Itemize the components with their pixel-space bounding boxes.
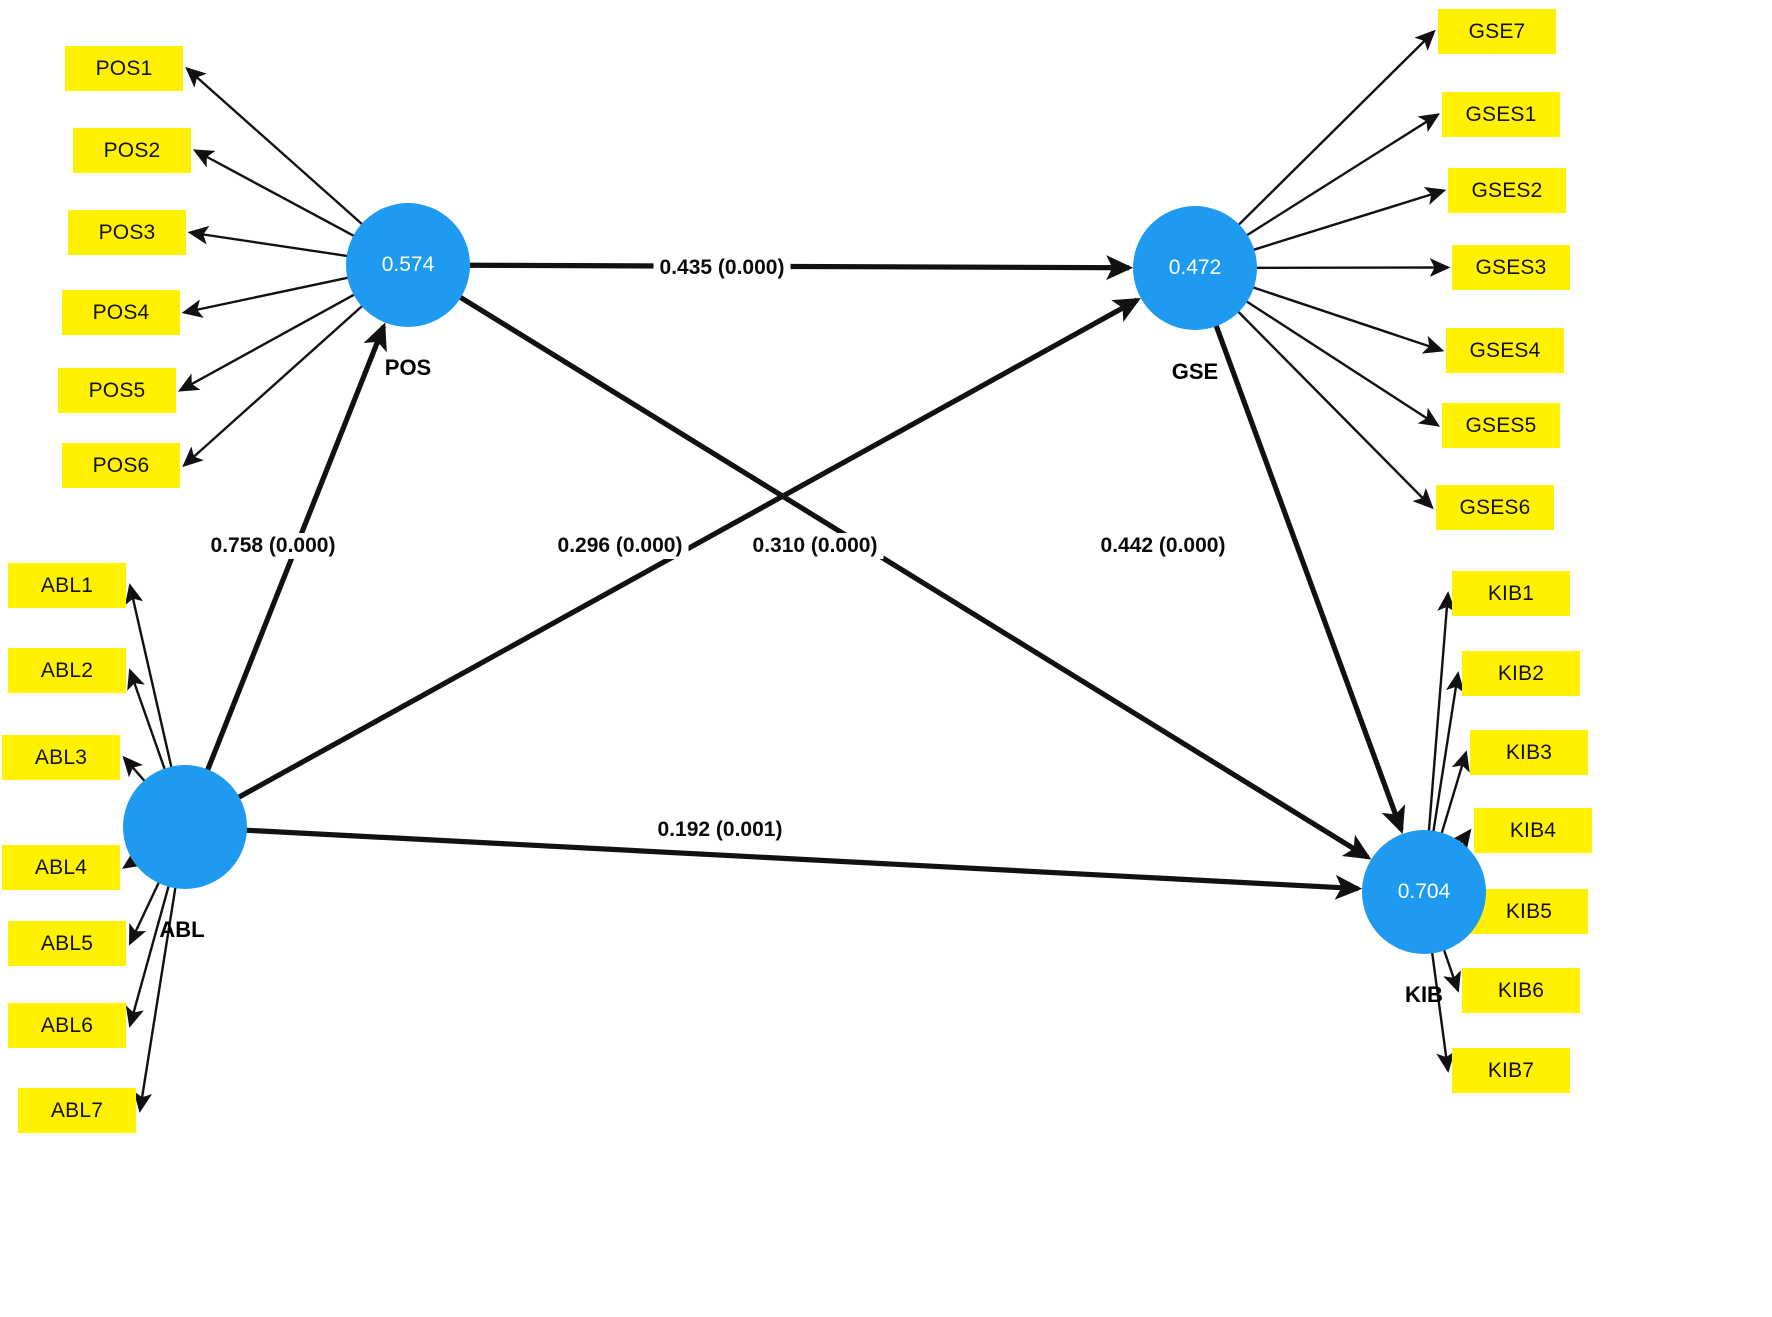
measurement-arrow-pos-3 — [187, 225, 349, 258]
measurement-arrow-abl-5 — [128, 880, 161, 946]
indicator-box[interactable]: KIB4 — [1474, 808, 1592, 853]
indicator-box[interactable]: GSE7 — [1438, 9, 1556, 54]
indicator-box[interactable]: POS6 — [62, 443, 180, 488]
measurement-arrow-pos-6 — [182, 304, 365, 468]
indicator-box[interactable]: POS4 — [62, 290, 180, 335]
indicator-box[interactable]: ABL6 — [8, 1003, 126, 1048]
construct-label-kib: KIB — [1405, 982, 1443, 1007]
path-coefficient-abl-kib: 0.192 (0.001) — [651, 817, 789, 843]
indicator-box[interactable]: GSES3 — [1452, 245, 1570, 290]
path-coefficient-gse-kib: 0.442 (0.000) — [1094, 533, 1232, 559]
indicator-box[interactable]: KIB7 — [1452, 1048, 1570, 1093]
indicator-box[interactable]: POS1 — [65, 46, 183, 91]
indicator-box[interactable]: GSES2 — [1448, 168, 1566, 213]
construct-node-gse[interactable]: 0.472 — [1133, 206, 1257, 330]
indicator-box[interactable]: KIB5 — [1470, 889, 1588, 934]
indicator-box[interactable]: POS5 — [58, 368, 176, 413]
measurement-arrow-kib-6 — [1442, 948, 1461, 993]
path-coefficient-pos-gse: 0.435 (0.000) — [653, 255, 791, 281]
measurement-arrow-kib-2 — [1432, 671, 1465, 833]
measurement-arrow-kib-7 — [1430, 951, 1455, 1073]
construct-node-pos[interactable]: 0.574 — [346, 203, 470, 327]
measurement-arrow-gse-1 — [1236, 29, 1436, 227]
indicator-box[interactable]: GSES4 — [1446, 328, 1564, 373]
measurement-arrow-gse-6 — [1244, 299, 1441, 427]
measurement-arrow-gse-3 — [1251, 186, 1447, 252]
indicator-box[interactable]: ABL3 — [2, 735, 120, 780]
measurement-arrow-kib-4 — [1451, 828, 1472, 851]
construct-label-pos: POS — [384, 355, 432, 380]
indicator-box[interactable]: GSES1 — [1442, 92, 1560, 137]
measurement-arrow-abl-1 — [124, 583, 173, 769]
measurement-arrow-kib-3 — [1440, 750, 1470, 835]
indicator-box[interactable]: KIB2 — [1462, 651, 1580, 696]
indicator-box[interactable]: POS3 — [68, 210, 186, 255]
measurement-arrow-abl-2 — [127, 668, 167, 771]
path-coefficient-pos-kib: 0.296 (0.000) — [551, 533, 689, 559]
indicator-box[interactable]: KIB3 — [1470, 730, 1588, 775]
measurement-arrow-gse-7 — [1236, 309, 1434, 510]
measurement-arrow-abl-7 — [133, 886, 177, 1113]
construct-label-gse: GSE — [1171, 359, 1219, 384]
indicator-box[interactable]: GSES6 — [1436, 485, 1554, 530]
path-coefficient-abl-pos: 0.758 (0.000) — [204, 533, 342, 559]
measurement-arrow-abl-3 — [122, 755, 147, 783]
path-coefficient-abl-gse: 0.310 (0.000) — [746, 533, 884, 559]
indicator-box[interactable]: ABL2 — [8, 648, 126, 693]
construct-node-abl[interactable] — [123, 765, 247, 889]
indicator-box[interactable]: GSES5 — [1442, 403, 1560, 448]
measurement-arrow-pos-4 — [181, 276, 350, 318]
construct-label-abl: ABL — [159, 917, 205, 942]
measurement-arrow-gse-2 — [1245, 113, 1441, 237]
measurement-arrow-abl-6 — [125, 884, 171, 1028]
measurement-arrow-pos-2 — [192, 149, 356, 238]
structural-arrow-abl-to-kib — [245, 827, 1363, 900]
measurement-arrow-kib-1 — [1427, 591, 1456, 833]
indicator-box[interactable]: ABL7 — [18, 1088, 136, 1133]
indicator-box[interactable]: ABL4 — [2, 845, 120, 890]
indicator-box[interactable]: ABL5 — [8, 921, 126, 966]
measurement-arrow-pos-5 — [177, 292, 357, 392]
indicator-box[interactable]: KIB1 — [1452, 571, 1570, 616]
construct-node-kib[interactable]: 0.704 — [1362, 830, 1486, 954]
indicator-box[interactable]: ABL1 — [8, 563, 126, 608]
structural-arrow-gse-to-kib — [1213, 324, 1406, 834]
measurement-arrow-gse-5 — [1251, 285, 1445, 354]
measurement-arrow-pos-1 — [185, 66, 364, 227]
indicator-box[interactable]: KIB6 — [1462, 968, 1580, 1013]
indicator-box[interactable]: POS2 — [73, 128, 191, 173]
structural-arrow-pos-to-kib — [458, 294, 1372, 860]
structural-arrow-pos-to-gse — [468, 255, 1134, 281]
